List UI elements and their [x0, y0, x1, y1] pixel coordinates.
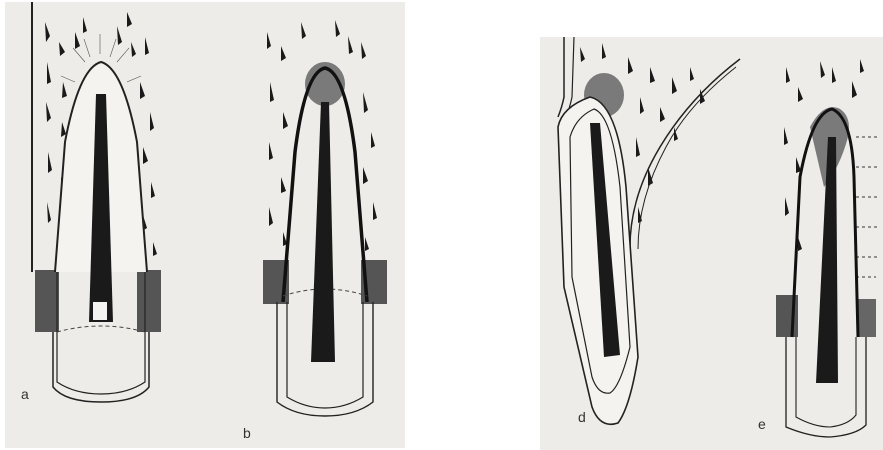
panel-label-a: a: [21, 386, 29, 402]
bone-crest-right-a: [137, 270, 161, 332]
tooth-drawing-e: [776, 59, 880, 437]
bone-crest-left-a: [35, 270, 59, 332]
panel-label-d: d: [578, 409, 586, 425]
panel-label-b: b: [243, 425, 251, 441]
tooth-drawing-d: [558, 37, 740, 424]
diagram-d-e: [540, 37, 883, 450]
right-figure-panel: d e: [540, 37, 883, 450]
diagram-a-b: [5, 2, 405, 448]
tooth-drawing-b: [263, 20, 387, 416]
root-canal-e: [816, 137, 838, 383]
left-figure-panel: a b: [5, 2, 405, 448]
panel-label-e: e: [758, 416, 766, 432]
tooth-drawing-a: [35, 12, 161, 402]
root-canal-b: [311, 102, 335, 362]
bone-crest-right-e: [858, 299, 876, 337]
